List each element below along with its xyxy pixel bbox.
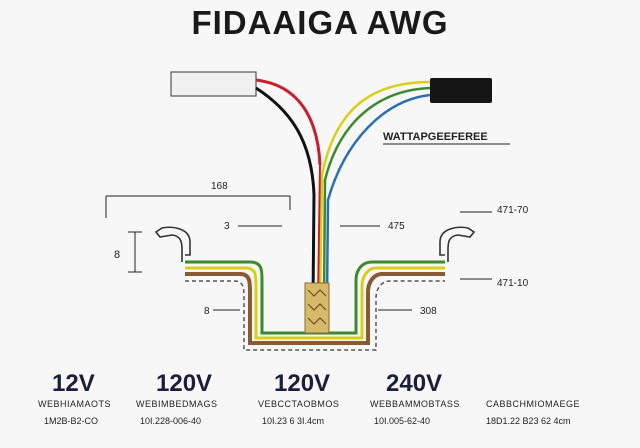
right-connector [430, 78, 492, 103]
wire-black [255, 86, 316, 301]
rating-spec: 1M2B-B2-CO [44, 416, 99, 426]
rating-spec: 18D1.22 B23 62 4cm [486, 416, 571, 426]
rating-voltage: 120V [274, 370, 331, 397]
rating-code: VEBCCTAOBMOS [258, 399, 340, 409]
dim-right-lower: 471-10 [497, 278, 529, 289]
dim-right-upper: 471-70 [497, 205, 529, 216]
dim-left-height: 8 [114, 249, 120, 261]
dim-bottom-left: 8 [204, 306, 210, 317]
wire-red-lower [317, 164, 321, 301]
dimension-lines [105, 195, 492, 311]
left-bracket [154, 226, 191, 262]
rating-code: CABBCHMIOMAEGE [486, 399, 581, 409]
dim-mid-right: 475 [388, 221, 405, 232]
wire-green [322, 86, 431, 301]
wire-red [255, 78, 322, 166]
rating-code: WEBIMBEDMAGS [136, 399, 218, 409]
bundled-core [304, 282, 330, 334]
wattage-label: WATTAPGEEFEREE [383, 131, 488, 143]
left-connector [170, 71, 257, 97]
wire-blue [325, 93, 431, 301]
dim-mid-left: 3 [224, 221, 230, 232]
dim-bottom-right: 308 [420, 306, 437, 317]
diagram-title: FIDAAIGA AWG [191, 4, 449, 41]
rating-code: WEBHIAMAOTS [38, 399, 112, 409]
right-bracket [439, 226, 476, 262]
rating-spec: 10I.005-62-40 [374, 416, 431, 426]
dim-top-span: 168 [211, 181, 228, 192]
rating-code: WEBBAMMOBTASS [370, 399, 460, 409]
rating-spec: 10I.228-006-40 [140, 416, 202, 426]
rating-voltage: 120V [156, 370, 213, 397]
rating-voltage: 12V [52, 370, 95, 397]
rating-spec: 10I.23 6 3I.4cm [262, 416, 325, 426]
wire-yellow [318, 80, 431, 301]
rating-voltage: 240V [386, 370, 443, 397]
